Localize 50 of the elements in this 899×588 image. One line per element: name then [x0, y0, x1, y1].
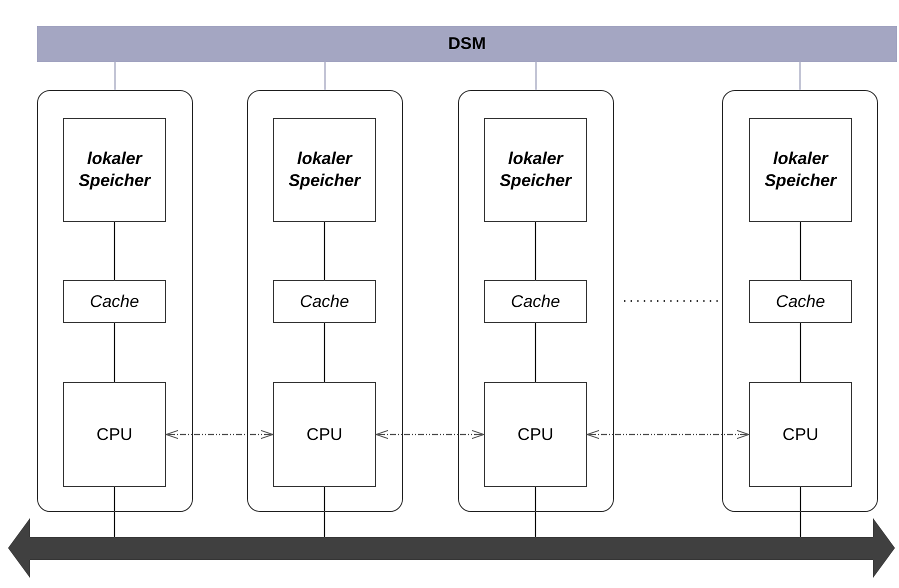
- cpu-box: [63, 382, 166, 487]
- box-label: CPU: [518, 424, 554, 446]
- shared-memory-bar: [37, 26, 897, 62]
- connector-line: [799, 62, 801, 90]
- connector-line: [114, 487, 116, 537]
- cache-box: [63, 280, 166, 323]
- memory-box: [273, 118, 376, 222]
- connector-line: [534, 323, 536, 382]
- box-label: CPU: [96, 424, 132, 446]
- cache-box: [484, 280, 587, 323]
- box-label: Cache: [300, 290, 350, 313]
- node-frame: [37, 90, 193, 512]
- connector-line: [114, 62, 116, 90]
- box-label: lokaler Speicher: [288, 148, 362, 192]
- memory-box: [484, 118, 587, 222]
- connector-line: [800, 487, 802, 537]
- cache-box: [749, 280, 852, 323]
- box-label: lokaler Speicher: [78, 148, 152, 192]
- connector-line: [324, 323, 326, 382]
- node-frame: [247, 90, 403, 512]
- connector-line: [114, 323, 116, 382]
- node-frame: [458, 90, 614, 512]
- double-arrow: [376, 430, 484, 439]
- connector-line: [800, 323, 802, 382]
- connector-line: [324, 222, 326, 280]
- box-label: Cache: [510, 290, 560, 313]
- box-label: lokaler Speicher: [498, 148, 574, 192]
- bus-arrow: [8, 518, 895, 578]
- connector-line: [534, 222, 536, 280]
- memory-box: [749, 118, 852, 222]
- connector-line: [114, 222, 116, 280]
- box-label: Cache: [90, 290, 140, 313]
- box-label: DSM: [448, 33, 486, 56]
- memory-box: [63, 118, 166, 222]
- node-frame: [722, 90, 878, 512]
- box-label: CPU: [306, 424, 342, 446]
- box-label: Cache: [776, 290, 826, 313]
- connector-line: [534, 487, 536, 537]
- cpu-box: [749, 382, 852, 487]
- double-arrow: [166, 430, 274, 439]
- cpu-box: [484, 382, 587, 487]
- connector-line: [535, 62, 537, 90]
- cache-box: [273, 280, 376, 323]
- connector-line: [800, 222, 802, 280]
- box-label: CPU: [782, 424, 818, 446]
- box-label: lokaler Speicher: [764, 148, 838, 192]
- connector-line: [324, 487, 326, 537]
- double-arrow: [586, 430, 750, 439]
- cpu-box: [273, 382, 376, 487]
- connector-line: [324, 62, 326, 90]
